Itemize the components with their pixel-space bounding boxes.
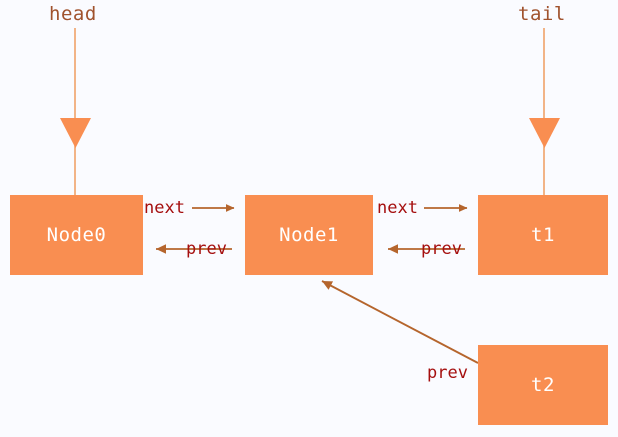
edge-label-node0-next-node1: next: [144, 198, 185, 218]
pointer-label-head: head: [49, 3, 97, 25]
tail-pointer-arrow: [529, 28, 560, 196]
head-pointer-arrow: [60, 28, 91, 196]
edge-label-t1-prev-node1: prev: [421, 239, 462, 259]
node-box-t2[interactable]: t2: [478, 345, 608, 425]
edge-t2-prev-node1: [321, 280, 479, 364]
node-box-t1[interactable]: t1: [478, 195, 608, 275]
edge-label-node1-next-t1: next: [377, 198, 418, 218]
node-box-node1[interactable]: Node1: [245, 195, 373, 275]
pointer-label-tail: tail: [518, 3, 566, 25]
edge-label-node1-prev-node0: prev: [186, 239, 227, 259]
edge-label-t2-prev-node1: prev: [427, 363, 468, 383]
node-box-node0[interactable]: Node0: [10, 195, 143, 275]
